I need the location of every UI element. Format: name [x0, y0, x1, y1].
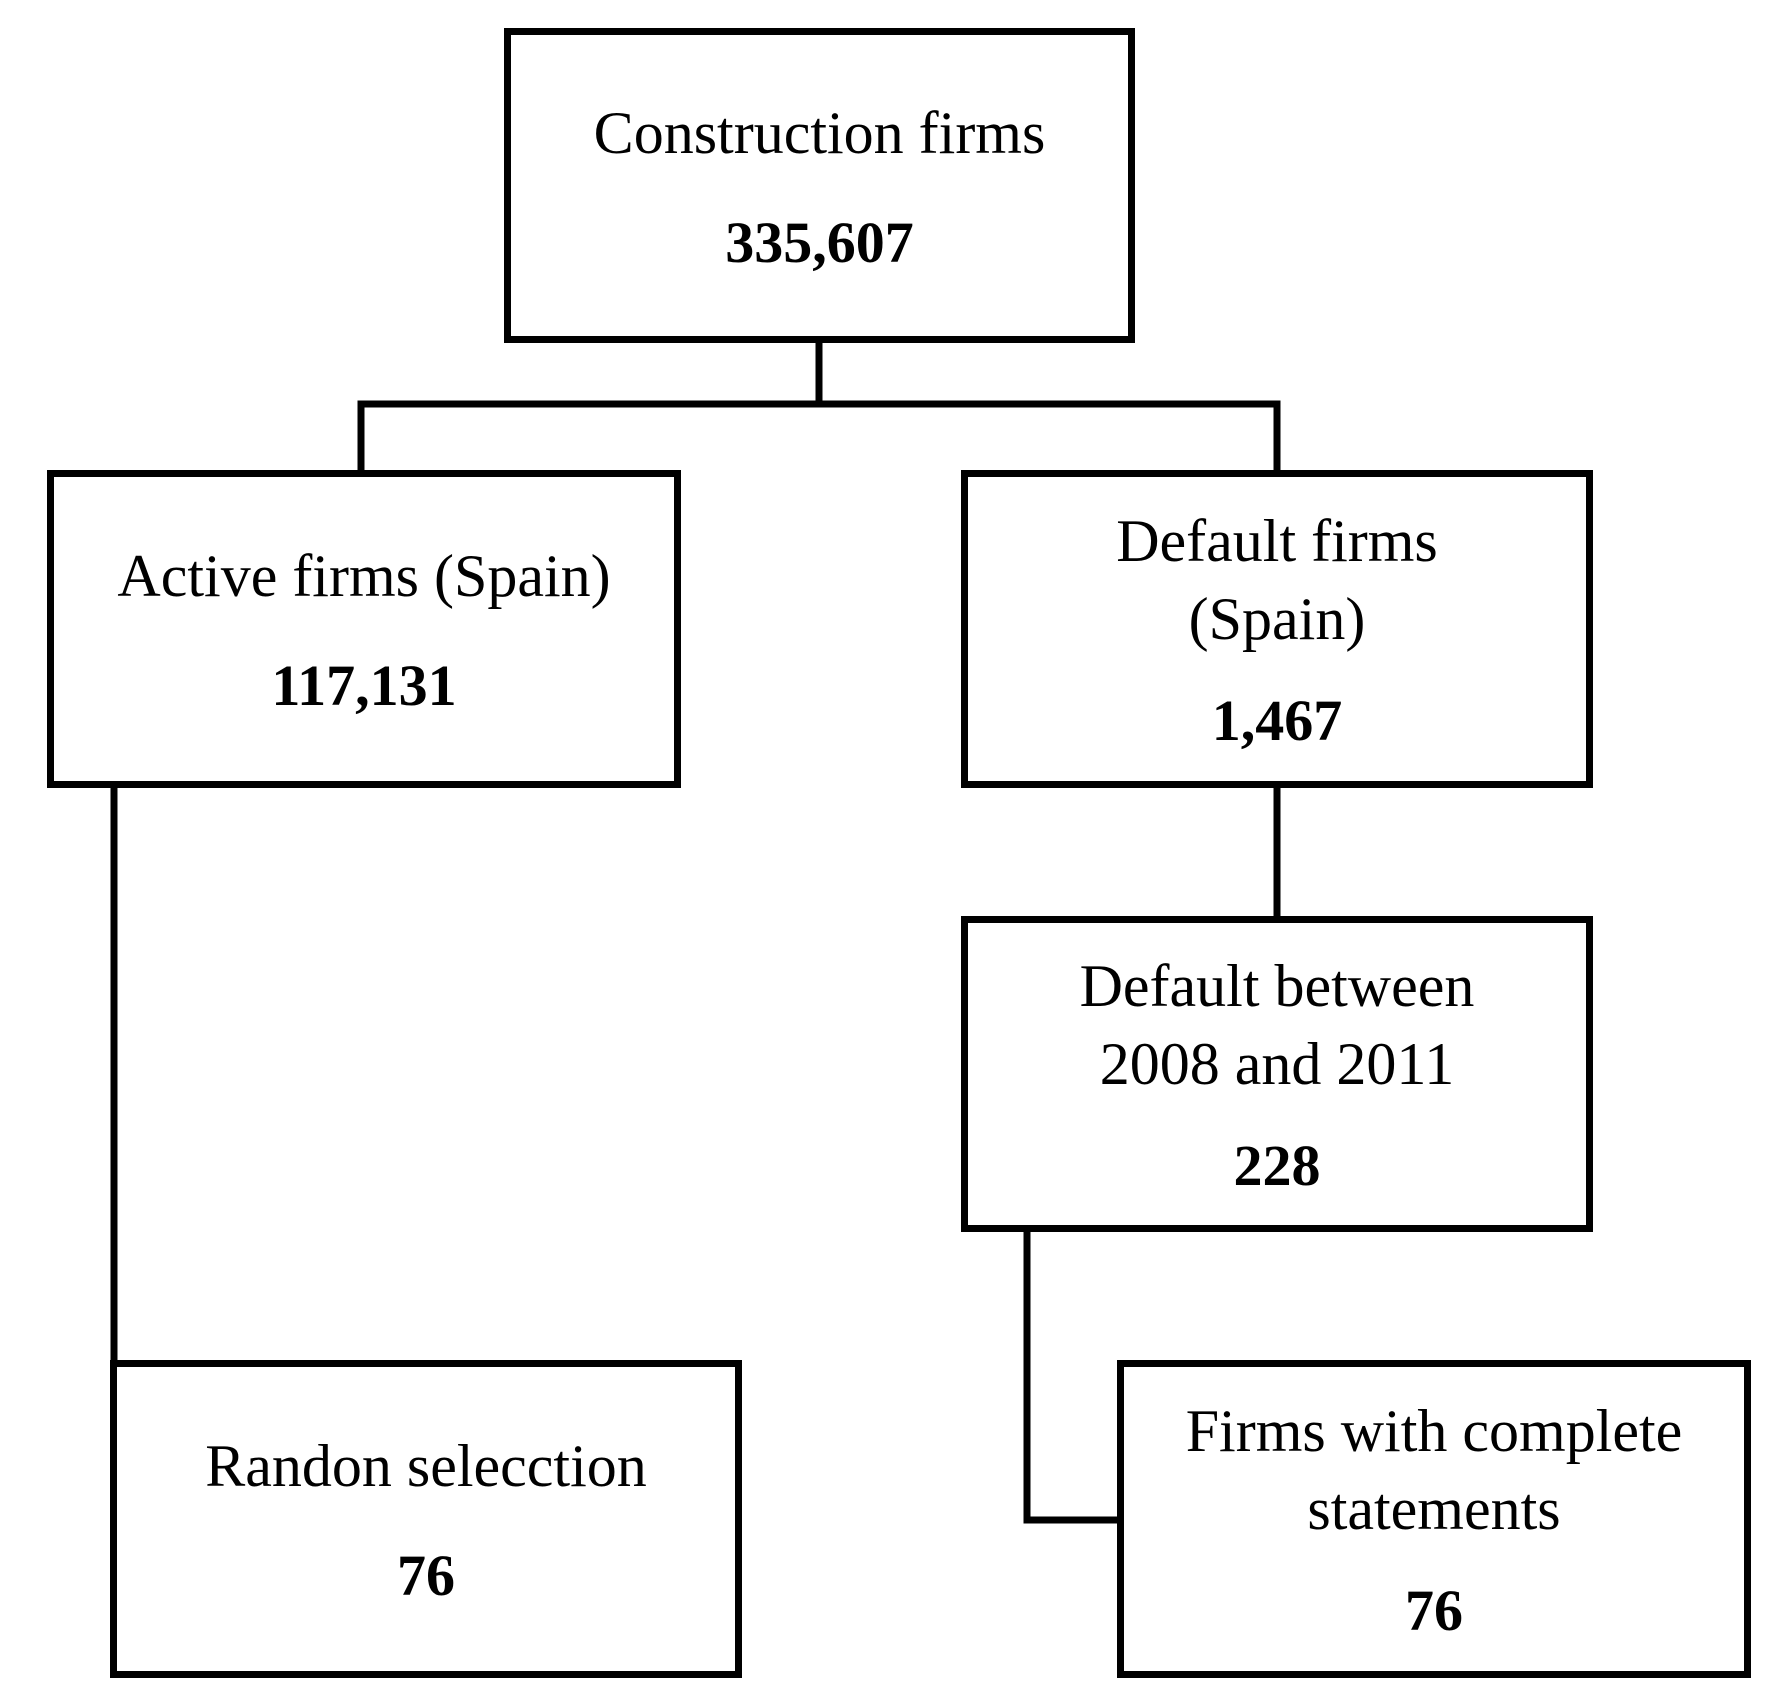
node-default-between: Default between 2008 and 2011 228 — [961, 916, 1593, 1232]
node-label: Active firms (Spain) — [117, 543, 611, 609]
node-label: statements — [1307, 1476, 1561, 1542]
node-label: (Spain) — [1188, 586, 1366, 652]
node-default-firms: Default firms (Spain) 1,467 — [961, 470, 1593, 788]
node-construction-firms: Construction firms 335,607 — [504, 28, 1135, 343]
node-label: Default between — [1079, 953, 1475, 1019]
edge-construction-to-active — [357, 336, 823, 474]
node-count: 228 — [1233, 1133, 1321, 1198]
node-active-firms: Active firms (Spain) 117,131 — [47, 470, 681, 788]
edge-construction-to-default — [815, 400, 1281, 474]
node-random-selection: Randon selecction 76 — [110, 1360, 742, 1678]
node-count: 1,467 — [1211, 688, 1343, 753]
node-label: 2008 and 2011 — [1099, 1031, 1455, 1097]
node-label: Firms with complete — [1185, 1398, 1683, 1464]
node-count: 76 — [1405, 1578, 1463, 1643]
node-complete-statements: Firms with complete statements 76 — [1117, 1360, 1751, 1678]
node-label: Default firms — [1116, 508, 1438, 574]
node-label: Randon selecction — [205, 1433, 647, 1499]
node-label: Construction firms — [593, 99, 1046, 166]
node-count: 117,131 — [271, 653, 457, 718]
node-count: 335,607 — [725, 209, 914, 275]
node-count: 76 — [397, 1543, 455, 1608]
edge-default-period-to-complete — [1023, 1226, 1124, 1524]
